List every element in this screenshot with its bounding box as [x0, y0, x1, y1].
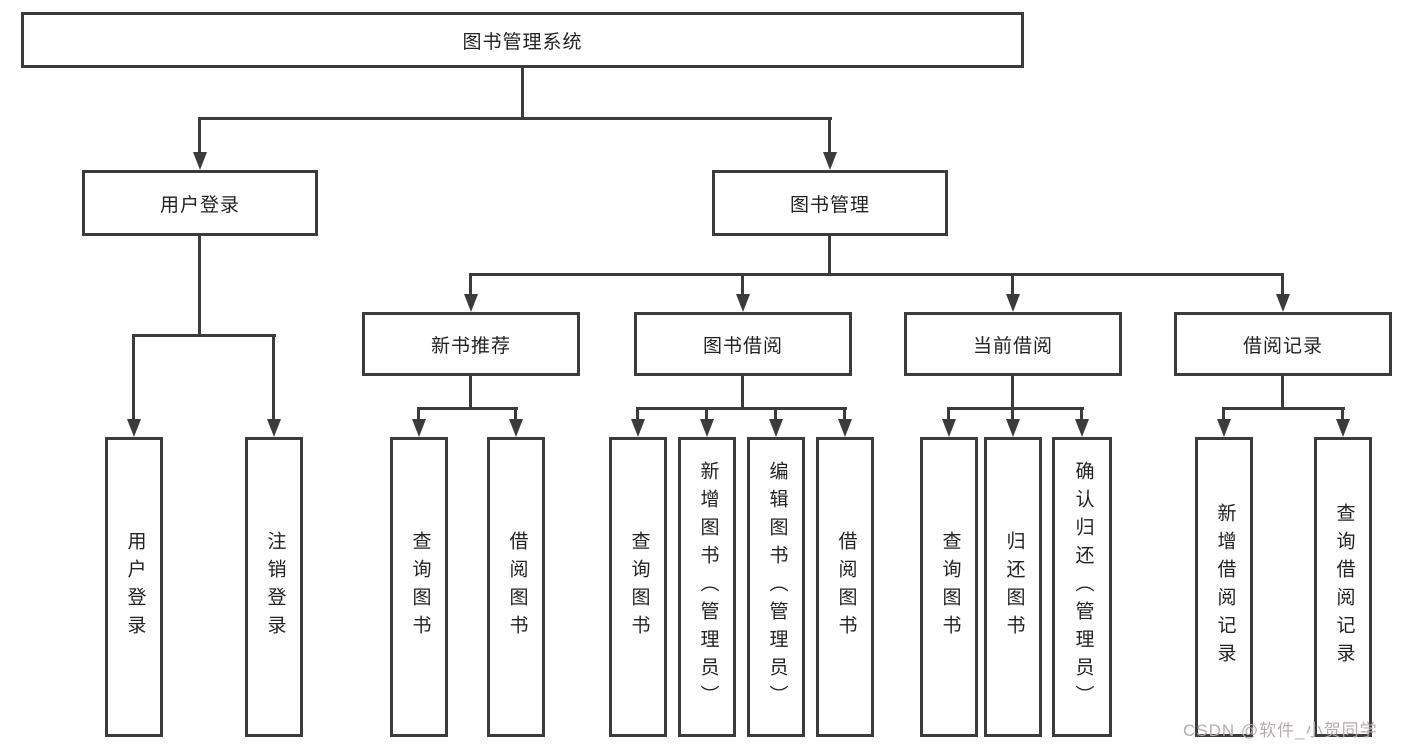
node-label: 新增图书（管理员） [697, 461, 719, 713]
arrow-down-icon [412, 419, 426, 437]
arrow-down-icon [631, 419, 645, 437]
node-borrow-books-borrowing: 借阅图书 [816, 437, 874, 737]
connector-borrow-bus [636, 407, 847, 410]
connector-stem [636, 407, 639, 421]
connector-stem [947, 407, 950, 421]
node-return-book: 归还图书 [984, 437, 1042, 737]
node-edit-book-admin: 编辑图书（管理员） [747, 437, 805, 737]
node-borrowing-records: 借阅记录 [1174, 312, 1392, 376]
connector-root-stub [521, 68, 524, 120]
arrow-down-icon [942, 419, 956, 437]
node-label: 确认归还（管理员） [1072, 461, 1094, 713]
connector-stem [741, 273, 744, 297]
arrow-down-icon [1336, 419, 1350, 437]
connector-stem [272, 334, 275, 421]
connector-stem [132, 334, 135, 421]
connector-current-bus [947, 407, 1084, 410]
node-add-borrow-record: 新增借阅记录 [1195, 437, 1253, 737]
arrow-down-icon [838, 419, 852, 437]
node-book-borrowing: 图书借阅 [634, 312, 852, 376]
connector-stem [1011, 273, 1014, 297]
node-borrow-books-recommend: 借阅图书 [487, 437, 545, 737]
arrow-down-icon [127, 419, 141, 437]
connector-stub [741, 374, 744, 410]
arrow-down-icon [1276, 294, 1290, 312]
connector-stem [514, 407, 517, 421]
connector-stem [705, 407, 708, 421]
node-confirm-return-admin: 确认归还（管理员） [1052, 437, 1112, 737]
connector-user-login-stub [198, 236, 201, 337]
node-user-login-branch: 用户登录 [82, 170, 318, 236]
node-query-borrow-record: 查询借阅记录 [1314, 437, 1372, 737]
node-label: 借阅图书 [506, 531, 528, 643]
arrow-down-icon [193, 152, 207, 170]
connector-stem [774, 407, 777, 421]
connector-stem [1011, 407, 1014, 421]
connector-level1-bus [198, 117, 832, 120]
node-label: 用户登录 [124, 531, 146, 643]
connector-stub [469, 374, 472, 410]
connector-stem [417, 407, 420, 421]
connector-stem [1281, 273, 1284, 297]
connector-stub [1281, 374, 1284, 410]
node-query-books-borrowing: 查询图书 [609, 437, 667, 737]
arrow-down-icon [1006, 294, 1020, 312]
arrow-down-icon [769, 419, 783, 437]
arrow-down-icon [1075, 419, 1089, 437]
node-query-books-recommend: 查询图书 [390, 437, 448, 737]
connector-stem [469, 273, 472, 297]
arrow-down-icon [700, 419, 714, 437]
node-label: 注销登录 [264, 531, 286, 643]
node-add-book-admin: 新增图书（管理员） [678, 437, 736, 737]
connector-stem [198, 117, 201, 155]
connector-stem [1080, 407, 1083, 421]
arrow-down-icon [267, 419, 281, 437]
csdn-watermark: CSDN @软件_小贺同学 [1183, 721, 1378, 740]
connector-recommend-bus [417, 407, 518, 410]
node-label: 查询图书 [939, 531, 961, 643]
node-label: 查询图书 [409, 531, 431, 643]
connector-user-login-bus [132, 334, 276, 337]
node-label: 归还图书 [1003, 531, 1025, 643]
connector-book-management-stub [828, 236, 831, 276]
node-label: 查询图书 [628, 531, 650, 643]
arrow-down-icon [1006, 419, 1020, 437]
node-current-borrowing: 当前借阅 [904, 312, 1122, 376]
arrow-down-icon [823, 152, 837, 170]
arrow-down-icon [1217, 419, 1231, 437]
node-library-management-system: 图书管理系统 [21, 12, 1024, 68]
node-logout-login: 注销登录 [245, 437, 303, 737]
node-label: 编辑图书（管理员） [766, 461, 788, 713]
arrow-down-icon [509, 419, 523, 437]
connector-stem [843, 407, 846, 421]
node-query-books-current: 查询图书 [920, 437, 978, 737]
connector-stem [1341, 407, 1344, 421]
node-label: 查询借阅记录 [1333, 503, 1355, 671]
node-label: 借阅图书 [835, 531, 857, 643]
node-book-management-branch: 图书管理 [712, 170, 948, 236]
connector-records-bus [1222, 407, 1345, 410]
connector-stem [1222, 407, 1225, 421]
connector-stem [828, 117, 831, 155]
node-new-book-recommendation: 新书推荐 [362, 312, 580, 376]
arrow-down-icon [736, 294, 750, 312]
node-user-login: 用户登录 [105, 437, 163, 737]
connector-stub [1011, 374, 1014, 410]
connector-level2-bus [469, 273, 1283, 276]
node-label: 新增借阅记录 [1214, 503, 1236, 671]
arrow-down-icon [464, 294, 478, 312]
